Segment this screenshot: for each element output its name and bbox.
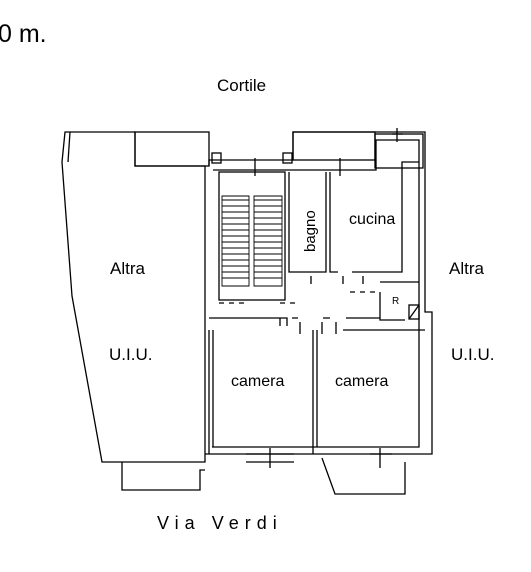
bathroom-label: bagno bbox=[302, 210, 319, 252]
apartment-outer-wall bbox=[205, 131, 433, 455]
top-right-balcony bbox=[374, 133, 424, 169]
front-bay-left bbox=[121, 462, 205, 491]
corridor-lower-wall bbox=[209, 317, 380, 326]
stair-steps bbox=[221, 195, 283, 287]
right-unit-label-line2: U.I.U. bbox=[451, 345, 495, 364]
left-unit-label-line1: Altra bbox=[110, 259, 145, 278]
door-ticks bbox=[279, 276, 364, 334]
scale-label: 0 m. bbox=[0, 20, 47, 48]
kitchen-label: cucina bbox=[349, 211, 396, 228]
storage-room bbox=[379, 281, 419, 321]
street-label: Via Verdi bbox=[157, 513, 283, 533]
storage-box-diagonal bbox=[408, 304, 420, 320]
bathroom-walls bbox=[288, 172, 327, 273]
apartment-inner-wall bbox=[212, 139, 420, 448]
r-marker: R bbox=[392, 296, 400, 307]
courtyard-label: Cortile bbox=[217, 76, 267, 95]
stair-well bbox=[218, 171, 286, 301]
left-unit-label-line2: U.I.U. bbox=[109, 345, 153, 364]
right-unit-label-line1: Altra bbox=[449, 259, 484, 278]
left-unit-outline bbox=[61, 131, 206, 463]
bedroom-right-label: camera bbox=[335, 373, 389, 390]
column-left bbox=[211, 152, 222, 164]
left-unit-inner-line bbox=[67, 131, 71, 163]
window-marks bbox=[246, 128, 403, 468]
bedroom-left-walls bbox=[208, 330, 318, 454]
dashed-door-marks bbox=[219, 291, 375, 304]
front-bay-right bbox=[321, 457, 406, 495]
top-left-projection bbox=[134, 131, 210, 167]
bedroom-left-label: camera bbox=[231, 373, 285, 390]
kitchen-walls bbox=[329, 161, 419, 273]
storage-box bbox=[408, 304, 420, 320]
top-right-projection bbox=[292, 131, 376, 161]
column-right bbox=[282, 152, 293, 164]
